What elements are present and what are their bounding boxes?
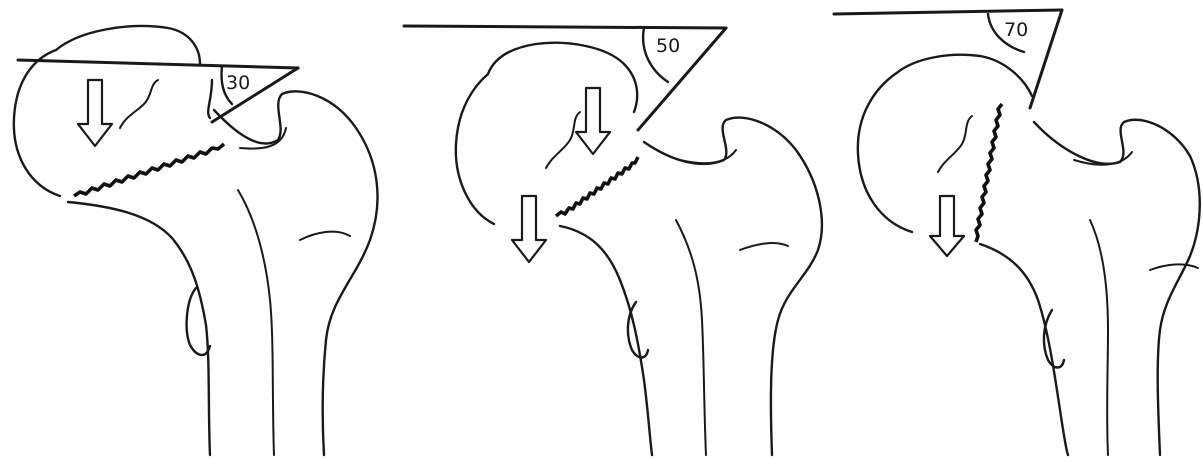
load-arrow-lower xyxy=(512,196,546,262)
greater-trochanter-outline xyxy=(644,118,822,455)
angle-label: 30 xyxy=(226,72,250,94)
trochanteric-ridge xyxy=(300,232,350,240)
trochanteric-ridge xyxy=(1150,264,1198,270)
fracture-line xyxy=(556,157,638,216)
horizontal-reference-line xyxy=(18,60,298,68)
head-inner-contour xyxy=(546,112,580,168)
fracture-angle-line xyxy=(1030,10,1062,108)
horizontal-reference-line xyxy=(834,10,1062,14)
head-inner-contour xyxy=(120,80,158,128)
femoral-neck-inferior xyxy=(68,202,210,455)
panel-70-degree: 70 xyxy=(834,10,1200,455)
shaft-medial-contour xyxy=(676,220,706,455)
load-arrow xyxy=(78,80,112,146)
load-arrow-upper xyxy=(576,88,610,154)
femoral-neck-inferior xyxy=(980,244,1068,455)
panel-50-degree: 50 xyxy=(404,26,822,455)
head-inner-contour xyxy=(938,116,972,172)
angle-label: 50 xyxy=(656,35,680,57)
load-arrow xyxy=(930,196,964,256)
trochanteric-ridge xyxy=(740,243,788,250)
shaft-medial-contour xyxy=(1090,220,1108,455)
fracture-line xyxy=(74,144,224,196)
femoral-neck-inferior xyxy=(560,226,652,455)
trochanter-inner-contour xyxy=(680,150,736,163)
angle-label: 70 xyxy=(1004,19,1028,41)
fracture-angle-line xyxy=(638,28,726,130)
shaft-medial-contour xyxy=(238,190,274,455)
greater-trochanter-outline xyxy=(214,91,378,455)
horizontal-reference-line xyxy=(404,26,726,28)
panel-30-degree: 30 xyxy=(14,26,378,455)
femoral-head-outline xyxy=(14,26,212,196)
fracture-line xyxy=(976,104,1002,242)
